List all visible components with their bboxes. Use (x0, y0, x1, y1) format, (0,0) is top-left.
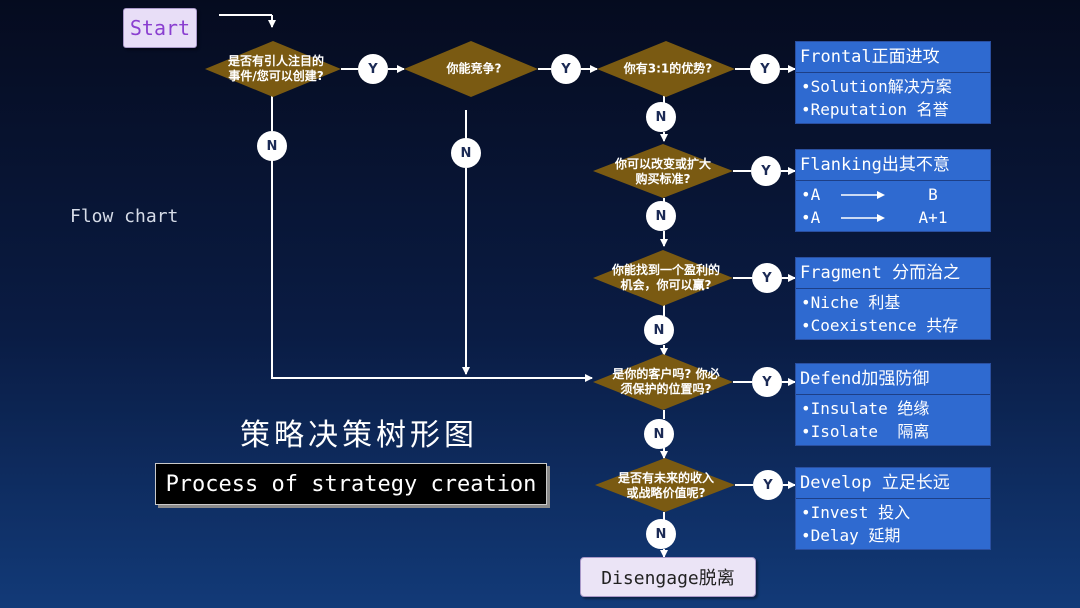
no-circle-4: N (646, 201, 676, 231)
start-connector (219, 14, 276, 28)
right-arrow-icon (841, 213, 885, 222)
yes-circle-4: Y (751, 156, 781, 186)
outcome-flanking-title: Flanking出其不意 (796, 150, 990, 181)
outcome-flanking-body: •A B •A A+1 (796, 181, 990, 231)
outcome-frontal-body: •Solution解决方案 •Reputation 名誉 (796, 73, 990, 123)
outcome-defend: Defend加强防御 •Insulate 绝缘 •Isolate 隔离 (795, 363, 991, 446)
no-circle-3: N (646, 102, 676, 132)
no-circle-2: N (451, 138, 481, 168)
right-arrow-icon (841, 190, 885, 199)
yes-circle-3: Y (750, 54, 780, 84)
decision-diamond-4 (593, 144, 733, 198)
decision-diamond-5 (593, 250, 733, 306)
decision-7-text: 是否有未来的收入 或战略价值呢? (617, 471, 715, 500)
chinese-title: 策略决策树形图 (240, 418, 478, 453)
yes-connectors (341, 65, 796, 489)
process-label: Process of strategy creation (155, 463, 547, 505)
decision-5-text: 你能找到一个盈利的 机会，你可以赢? (611, 263, 721, 292)
decision-diamond-3 (597, 41, 735, 97)
yes-circle-7: Y (753, 470, 783, 500)
outcome-frontal-title: Frontal正面进攻 (796, 42, 990, 73)
decision-1-text: 是否有引人注目的 事件/您可以创建? (227, 54, 325, 83)
no-circle-1: N (257, 131, 287, 161)
outcome-develop-body: •Invest 投入 •Delay 延期 (796, 499, 990, 549)
flanking-row-2: •A A+1 (801, 208, 948, 227)
yes-circle-5: Y (752, 263, 782, 293)
decision-4-text: 你可以改变或扩大 购买标准? (614, 157, 712, 186)
yes-circle-6: Y (752, 367, 782, 397)
outcome-flanking: Flanking出其不意 •A B •A A+1 (795, 149, 991, 232)
decision-diamond-2 (404, 41, 538, 97)
no-circle-6: N (644, 419, 674, 449)
outcome-develop: Develop 立足长远 •Invest 投入 •Delay 延期 (795, 467, 991, 550)
decision-diamond-1 (205, 41, 341, 97)
yes-circle-2: Y (551, 54, 581, 84)
start-node: Start (123, 8, 197, 48)
decision-2-text: 你能竞争? (446, 61, 502, 76)
outcome-fragment: Fragment 分而治之 •Niche 利基 •Coexistence 共存 (795, 257, 991, 340)
decision-diamond-6 (593, 354, 733, 410)
outcome-fragment-body: •Niche 利基 •Coexistence 共存 (796, 289, 990, 339)
outcome-fragment-title: Fragment 分而治之 (796, 258, 990, 289)
disengage-node: Disengage脱离 (580, 557, 756, 597)
flow-chart-label: Flow chart (70, 206, 179, 227)
long-no-paths (271, 96, 593, 382)
outcome-defend-title: Defend加强防御 (796, 364, 990, 395)
decision-diamond-7 (595, 458, 735, 512)
no-circle-7: N (646, 519, 676, 549)
decision-3-text: 你有3:1的优势? (623, 61, 713, 76)
flanking-row-1: •A B (801, 185, 938, 204)
outcome-develop-title: Develop 立足长远 (796, 468, 990, 499)
outcome-frontal: Frontal正面进攻 •Solution解决方案 •Reputation 名誉 (795, 41, 991, 124)
outcome-defend-body: •Insulate 绝缘 •Isolate 隔离 (796, 395, 990, 445)
yes-circle-1: Y (358, 54, 388, 84)
no-circle-5: N (644, 315, 674, 345)
decision-6-text: 是你的客户吗? 你必 须保护的位置吗? (612, 367, 720, 396)
